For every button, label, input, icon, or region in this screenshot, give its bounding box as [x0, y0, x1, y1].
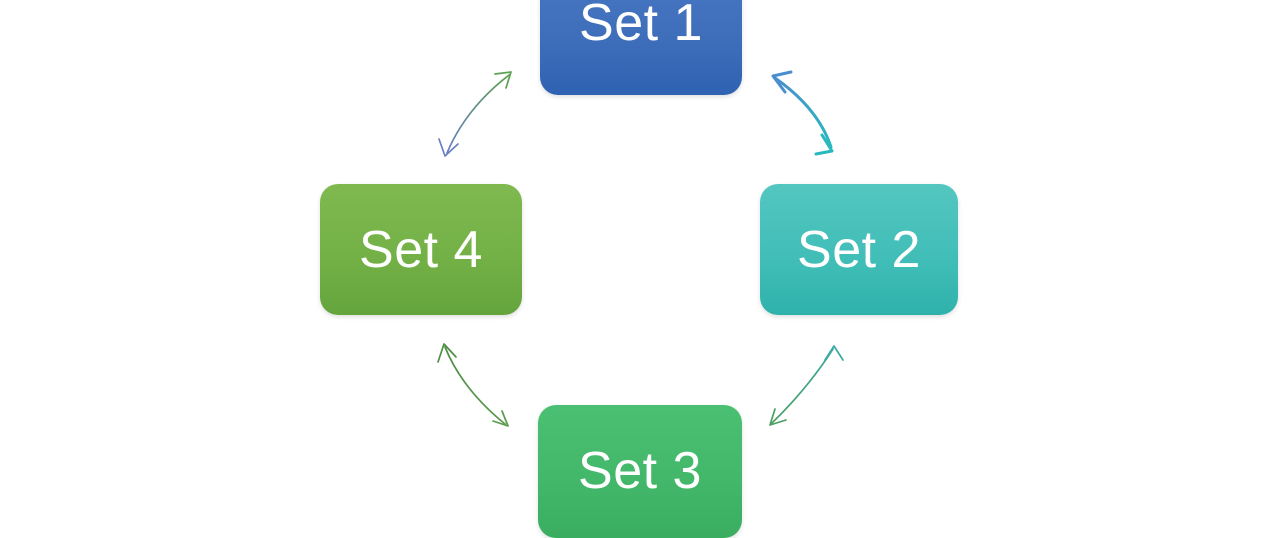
connector-set3-set4 [437, 343, 509, 427]
node-set2-label: Set 2 [797, 220, 921, 279]
node-set2[interactable]: Set 2 [760, 184, 958, 315]
connector-set4-set1 [438, 71, 512, 157]
node-set3-label: Set 3 [578, 442, 702, 500]
diagram-canvas: Set 1 Set 2 Set 3 Set 4 [320, 0, 958, 538]
node-set4-label: Set 4 [359, 220, 483, 279]
node-set3[interactable]: Set 3 [538, 405, 742, 538]
connector-set1-set2 [771, 70, 834, 156]
connector-set2-set3 [769, 345, 844, 426]
connector-layer [437, 70, 844, 427]
node-set1[interactable]: Set 1 [540, 0, 742, 95]
node-set4[interactable]: Set 4 [320, 184, 522, 315]
node-set1-label: Set 1 [579, 0, 703, 52]
